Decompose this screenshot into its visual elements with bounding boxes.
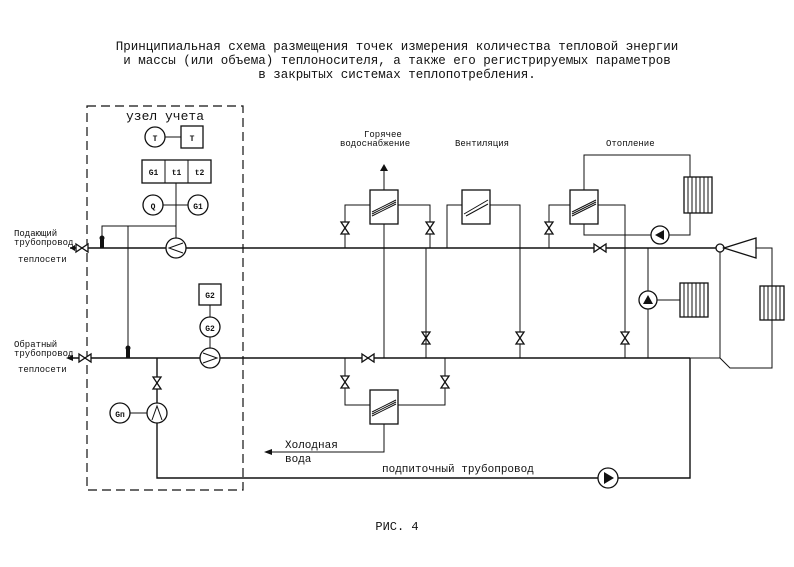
supply-label-2: трубопровод: [14, 238, 74, 248]
return-label-2: трубопровод: [14, 349, 74, 359]
hw-label-1: Горячее: [364, 130, 402, 140]
g2-flowmeter-circle: [199, 316, 221, 338]
makeup-valve[interactable]: [152, 376, 162, 390]
supply-label-1: Подающий: [14, 229, 57, 239]
figure-caption: РИС. 4: [375, 520, 418, 534]
cw-valve-2[interactable]: [340, 375, 350, 389]
title-line-3: в закрытых системах теплопотребления.: [258, 68, 536, 82]
g1-label: G1: [193, 203, 203, 212]
gp-circle: [109, 402, 131, 424]
heating-return-valve[interactable]: [620, 331, 630, 345]
supply-valve[interactable]: [75, 243, 89, 253]
cold-water-heat-exchanger: [369, 389, 399, 425]
hw-label-2: водоснабжение: [340, 139, 410, 149]
supply-label-3: теплосети: [18, 255, 67, 265]
hw-outlet-arrow: [380, 164, 388, 171]
cold-water-label-2: вода: [285, 454, 312, 466]
hw-valve-2[interactable]: [425, 221, 435, 235]
heating-label: Отопление: [606, 139, 655, 149]
hot-water-heat-exchanger: [369, 189, 399, 225]
diagram-title: Принципиальная схема размещения точек из…: [0, 40, 794, 82]
q-heat-meter-circle: [142, 194, 164, 216]
t-circle-label: T: [153, 135, 158, 144]
t-box-label: T: [190, 135, 195, 144]
elevator-mixer: [721, 237, 757, 259]
thermometer-return: [126, 348, 130, 358]
box-g1: G1: [149, 169, 159, 178]
t-calculator-circle: [144, 126, 166, 148]
title-line-2: и массы (или объема) теплоносителя, а та…: [123, 54, 671, 68]
vent-valve[interactable]: [515, 331, 525, 345]
metering-unit-label: узел учета: [126, 109, 204, 124]
title-line-1: Принципиальная схема размещения точек из…: [115, 40, 679, 54]
cold-water-label-1: Холодная: [285, 440, 338, 452]
bypass-valve[interactable]: [593, 243, 607, 253]
return-label-3: теплосети: [18, 365, 67, 375]
makeup-pipe: [156, 358, 691, 479]
box-t2: t2: [195, 169, 205, 178]
t-recorder-box: [180, 125, 204, 149]
q-label: Q: [151, 203, 156, 212]
cw-valve-3[interactable]: [440, 375, 450, 389]
thermometer-supply: [100, 238, 104, 248]
metering-unit-boundary: [86, 105, 244, 491]
return-valve[interactable]: [78, 353, 92, 363]
hw-valve[interactable]: [340, 221, 350, 235]
g1-flowmeter-circle: [187, 194, 209, 216]
box-t1: t1: [172, 169, 182, 178]
radiator-2: [679, 282, 709, 318]
g2-recorder-box: [198, 283, 222, 306]
g2-box-label: G2: [205, 292, 215, 301]
return-label-1: Обратный: [14, 340, 57, 350]
cold-water-arrow: [264, 449, 272, 455]
radiator-1: [683, 176, 713, 214]
radiator-3: [759, 285, 785, 321]
makeup-label: подпиточный трубопровод: [382, 463, 534, 476]
g2-label: G2: [205, 325, 215, 334]
heating-heat-exchanger: [569, 189, 599, 225]
supply-flowmeter: [165, 237, 187, 259]
ventilation-label: Вентиляция: [455, 139, 509, 149]
cw-valve[interactable]: [361, 353, 375, 363]
heating-valve[interactable]: [544, 221, 554, 235]
gp-label: Gп: [115, 411, 125, 420]
